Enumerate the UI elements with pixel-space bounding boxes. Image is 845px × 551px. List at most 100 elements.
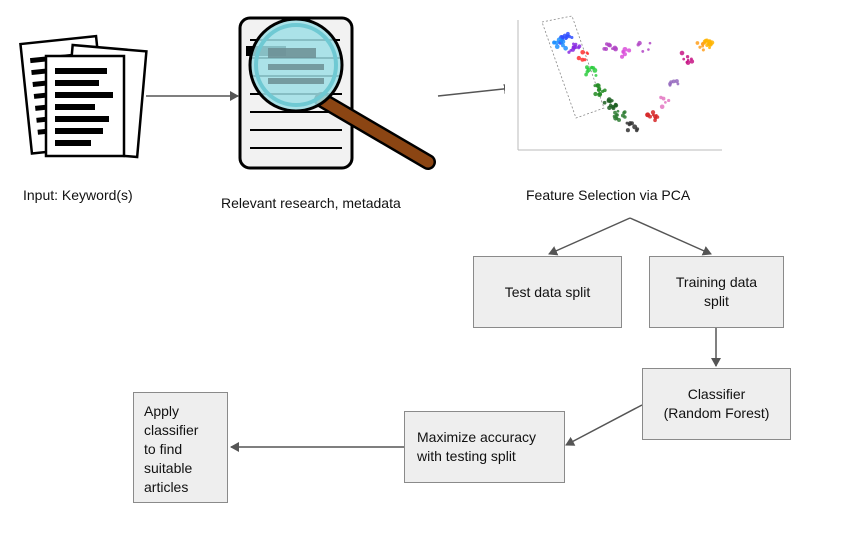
arrow-research-to-pca xyxy=(437,83,513,97)
arrow-classifier-to-maximize xyxy=(565,404,643,446)
classifier-box: Classifier (Random Forest) xyxy=(642,368,791,440)
scatter-point xyxy=(650,110,656,115)
scatter-point xyxy=(606,42,612,48)
training-data-split-box: Training data split xyxy=(649,256,784,328)
research-label: Relevant research, metadata xyxy=(221,195,401,211)
scatter-point xyxy=(705,43,709,47)
scatter-point xyxy=(676,82,680,86)
scatter-point xyxy=(567,50,571,54)
scatter-point xyxy=(602,100,607,105)
scatter-point xyxy=(707,39,712,44)
scatter-point xyxy=(622,46,628,52)
scatter-point xyxy=(674,79,679,84)
scatter-point xyxy=(572,42,575,46)
scatter-point xyxy=(597,92,602,98)
scatter-point xyxy=(625,121,629,125)
input-label: Input: Keyword(s) xyxy=(23,187,133,203)
scatter-point xyxy=(580,57,585,62)
scatter-point xyxy=(585,51,589,55)
scatter-point xyxy=(612,45,618,51)
scatter-point xyxy=(583,58,587,62)
scatter-point xyxy=(560,35,565,40)
scatter-point xyxy=(625,128,630,133)
scatter-point xyxy=(627,122,631,127)
scatter-point xyxy=(667,98,671,103)
arrow-pca-branch xyxy=(548,217,712,256)
scatter-point xyxy=(698,45,702,49)
documents-icon xyxy=(19,34,148,159)
scatter-point xyxy=(552,40,557,45)
scatter-point xyxy=(636,43,640,47)
pca-scatter-plot-thumbnail xyxy=(505,14,725,159)
scatter-point xyxy=(701,44,705,48)
scatter-point xyxy=(689,57,693,61)
scatter-point xyxy=(679,50,685,56)
scatter-point xyxy=(611,104,615,109)
scatter-point xyxy=(708,46,711,50)
scatter-point xyxy=(595,83,600,88)
scatter-point xyxy=(651,113,655,117)
scatter-point xyxy=(685,55,690,59)
scatter-point xyxy=(606,98,611,103)
scatter-point xyxy=(619,54,625,59)
apply-classifier-text: Apply classifier to find suitable articl… xyxy=(144,403,199,495)
test-data-split-text: Test data split xyxy=(504,283,591,300)
scatter-point xyxy=(592,67,598,73)
classifier-text: Classifier (Random Forest) xyxy=(663,386,770,421)
scatter-point xyxy=(653,118,657,123)
scatter-point xyxy=(664,101,667,104)
scatter-point xyxy=(701,41,705,46)
scatter-point xyxy=(571,45,576,50)
scatter-point xyxy=(645,112,651,118)
scatter-point xyxy=(580,49,585,55)
scatter-point xyxy=(682,57,686,61)
scatter-point xyxy=(647,48,650,51)
scatter-point xyxy=(615,113,619,117)
scatter-point xyxy=(616,109,620,113)
scatter-point xyxy=(594,73,598,77)
scatter-point xyxy=(561,43,565,48)
scatter-point xyxy=(603,88,607,93)
scatter-point xyxy=(574,42,578,46)
scatter-point xyxy=(620,113,625,118)
scatter-point xyxy=(648,41,652,45)
scatter-point xyxy=(695,41,700,45)
maximize-accuracy-box: Maximize accuracy with testing split xyxy=(404,411,565,483)
scatter-point xyxy=(567,34,571,39)
scatter-point xyxy=(585,69,590,74)
scatter-point xyxy=(686,58,690,62)
test-data-split-box: Test data split xyxy=(473,256,622,328)
scatter-point xyxy=(654,114,658,117)
scatter-point xyxy=(632,124,638,130)
magnifying-glass-document-icon xyxy=(238,16,436,170)
scatter-point xyxy=(569,48,573,52)
scatter-point xyxy=(612,114,616,119)
scatter-point xyxy=(565,34,569,38)
scatter-point xyxy=(623,110,627,114)
scatter-point xyxy=(661,96,666,101)
pca-label: Feature Selection via PCA xyxy=(526,187,691,203)
scatter-point xyxy=(593,91,598,97)
scatter-point xyxy=(689,59,695,64)
scatter-point xyxy=(584,72,588,77)
scatter-point xyxy=(627,48,632,53)
maximize-accuracy-text: Maximize accuracy with testing split xyxy=(417,429,537,464)
scatter-point xyxy=(576,55,581,61)
scatter-point xyxy=(554,44,560,49)
scatter-point xyxy=(596,87,602,93)
scatter-point xyxy=(563,45,568,51)
scatter-point xyxy=(614,102,617,106)
scatter-point xyxy=(669,80,673,84)
scatter-point xyxy=(659,104,665,110)
scatter-point xyxy=(641,49,645,53)
scatter-point xyxy=(570,35,574,40)
scatter-point xyxy=(701,48,705,52)
scatter-point xyxy=(617,117,621,122)
scatter-point xyxy=(685,60,689,64)
scatter-point xyxy=(604,46,609,51)
scatter-point xyxy=(668,83,672,87)
training-data-split-text: Training data split xyxy=(675,274,758,309)
scatter-point xyxy=(622,52,627,57)
scatter-point xyxy=(586,67,589,70)
